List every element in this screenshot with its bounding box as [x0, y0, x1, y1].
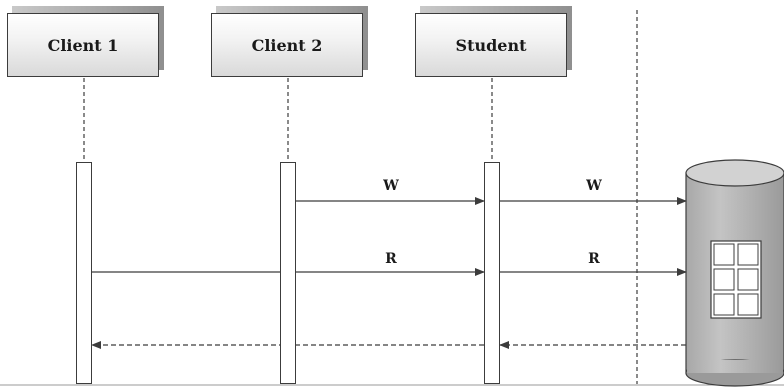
participant-client-2: Client 2: [211, 13, 363, 77]
message-label-read-2: R: [588, 251, 600, 267]
message-label-write-1: W: [383, 178, 399, 194]
database-icon: [685, 159, 784, 387]
participant-student: Student: [415, 13, 567, 77]
participant-client-2-label: Client 2: [251, 35, 323, 55]
activation-bar-student: [484, 162, 500, 384]
message-label-write-2: W: [586, 178, 602, 194]
message-label-read-1: R: [385, 251, 397, 267]
participant-student-label: Student: [455, 35, 527, 55]
participant-client-1-label: Client 1: [47, 35, 119, 55]
activation-bar-client-2: [280, 162, 296, 384]
participant-client-1: Client 1: [7, 13, 159, 77]
activation-bar-client-1: [76, 162, 92, 384]
